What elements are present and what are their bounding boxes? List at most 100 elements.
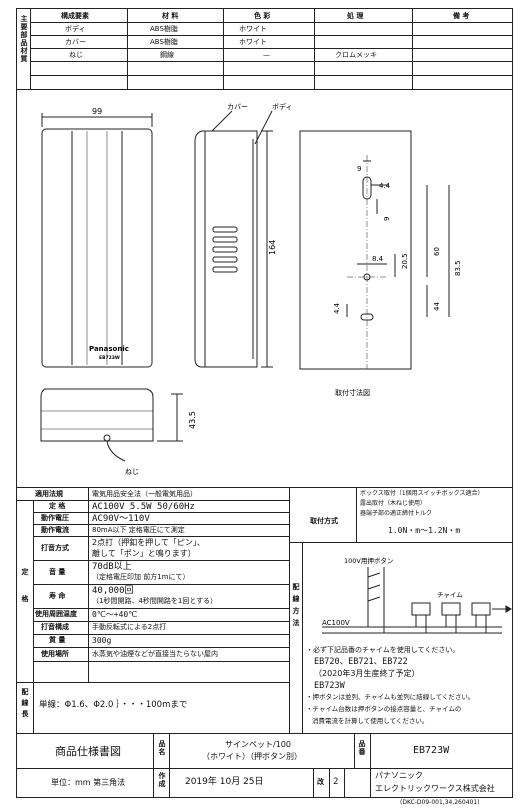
note-line: EB723W <box>314 681 345 691</box>
table-cell: ABS樹脂 <box>150 38 178 46</box>
spec-label: 打音方式 <box>41 544 69 552</box>
company-line-2: エレクトリックワークス株式会社 <box>375 784 495 793</box>
spec-label: 定 格 <box>49 502 66 510</box>
note-line: （2020年3月生産終了予定） <box>314 669 420 678</box>
created-date: 2019年 10月 25日 <box>185 777 264 787</box>
table-cell: ホワイト <box>239 38 267 46</box>
label-screw: ねじ <box>125 468 139 476</box>
product-drawing: 99 Panasonic EB723W カバー ボディ 164 <box>40 102 462 476</box>
unit-label: 単位：mm 第三角法 <box>51 778 126 787</box>
spec-value-2: 離して「ポン」と鳴ります） <box>92 549 196 558</box>
spec-label: 使用場所 <box>41 650 69 658</box>
dim-8-4: 8.4 <box>372 255 384 263</box>
note-line: ・必ず下記品番のチャイムを使用してください。 <box>306 646 460 654</box>
doc-code: (DKC-D09-001,34,260401) <box>400 799 480 806</box>
table-cell: ホワイト <box>239 25 267 33</box>
model-mark: EB723W <box>99 355 120 361</box>
spec-label: 使用周囲温度 <box>35 610 77 618</box>
label-cover: カバー <box>227 103 248 111</box>
dim-44: 44 <box>433 302 441 311</box>
dim-4-4: 4.4 <box>379 182 391 190</box>
mount-line-1: ボックス取付（1個用スイッチボックス適合） <box>360 490 484 497</box>
table-cell: ABS樹脂 <box>150 25 178 33</box>
note-line: ・チャイム台数は押ボタンの接点容量と、チャイムの <box>306 705 462 713</box>
header-treatment: 処 理 <box>347 12 364 20</box>
spec-table: 適用法規 電気用品安全法（一般電気用品） 定格 定 格 AC100V 5.5W … <box>17 487 289 734</box>
made-label: 作成 <box>158 772 166 788</box>
spec-value: 水蒸気や油煙などが直接当たらない屋内 <box>92 650 218 658</box>
spec-value: 2点打（押釦を押して「ピン」、 <box>92 538 205 547</box>
dim-60: 60 <box>433 247 441 256</box>
spec-value: 40,000回 <box>92 586 134 596</box>
wiring-length-value: 単線：Φ1.6、Φ2.0 ｝・・・100mまで <box>39 700 188 710</box>
spec-label: 動作電圧 <box>41 514 69 522</box>
mount-line-2: 露出取付（木ねじ使用） <box>360 500 427 507</box>
bottom-view <box>40 388 183 462</box>
spec-label: 打音構成 <box>41 623 69 631</box>
note-line: 消費電流を計算して使用してください。 <box>312 717 429 725</box>
header-color: 色 彩 <box>254 12 271 20</box>
push-button-label: 100V用押ボタン <box>344 556 393 565</box>
dim-9b: 9 <box>383 217 391 221</box>
company-line-1: パナソニック <box>375 771 423 780</box>
spec-value: 電気用品安全法（一般電気用品） <box>92 490 197 498</box>
front-view <box>41 113 153 368</box>
wiring-length-label: 配線長 <box>21 688 29 721</box>
table-cell: ボディ <box>65 25 86 33</box>
table-cell: 鋼線 <box>160 51 174 59</box>
name-label: 品名 <box>158 740 166 756</box>
side-view <box>194 110 273 368</box>
doc-title: 商品仕様書図 <box>55 745 121 758</box>
group-label-rating: 定格 <box>21 568 29 622</box>
revision-label: 改 <box>317 778 324 786</box>
note-line: EB720、EB721、EB722 <box>314 657 408 667</box>
dim-9: 9 <box>357 165 361 173</box>
title-block: 商品仕様書図 品名 サインペット/100 （ホワイト）（押ボタン別） 品番 EB… <box>17 733 512 798</box>
spec-label: 動作電流 <box>41 526 69 534</box>
note-line: ・押ボタンは並列、チャイムも並列に結線してください。 <box>306 693 475 701</box>
dim-83-5: 83.5 <box>454 260 462 276</box>
spec-label: 寿 命 <box>49 592 66 600</box>
spec-value: 300g <box>92 636 112 645</box>
header-material: 材 料 <box>162 12 179 20</box>
brand-logo: Panasonic <box>89 345 129 353</box>
number-label: 品番 <box>358 740 366 756</box>
product-number: EB723W <box>413 745 450 756</box>
product-name-line-2: （ホワイト）（押ボタン別） <box>202 752 302 761</box>
dim-4-4b: 4.4 <box>333 302 341 314</box>
mount-method-label: 取付方式 <box>310 517 338 525</box>
dim-depth: 43.5 <box>188 411 197 429</box>
header-element: 構成要素 <box>61 12 89 20</box>
table-cell: — <box>263 51 270 59</box>
mount-line-3: 器端子部の適正締付トルク <box>360 510 433 517</box>
wiring-method-label: 配線方法 <box>292 583 300 631</box>
spec-value-2: （定格電圧印加 前方1mにて） <box>92 573 190 581</box>
spec-label: 適用法規 <box>35 490 63 498</box>
product-name-line-1: サインペット/100 <box>225 740 291 749</box>
dim-20-5: 20.5 <box>401 253 409 269</box>
materials-side-label: 主要部品材質 <box>20 15 28 63</box>
chime-label: チャイム <box>437 591 463 599</box>
power-label: AC100V <box>322 619 350 627</box>
label-body: ボディ <box>272 102 293 111</box>
mount-line-4: 1.0N・m～1.2N・m <box>388 526 461 535</box>
spec-value: 70dB以上 <box>92 562 132 572</box>
dim-height: 164 <box>268 240 277 255</box>
spec-value: 手動反転式による2点打 <box>92 623 167 631</box>
wiring-diagram: 100V用押ボタン チャイム AC100V <box>322 556 512 634</box>
spec-label: 質 量 <box>49 636 66 644</box>
spec-label: 音 量 <box>49 568 66 576</box>
table-cell: クロムメッキ <box>335 51 377 59</box>
spec-value: 80mA以下 定格電圧にて測定 <box>92 526 185 534</box>
table-cell: ねじ <box>69 51 83 59</box>
dim-front-width: 99 <box>92 107 102 116</box>
header-notes: 備 考 <box>453 12 470 20</box>
spec-value: AC90V～110V <box>92 514 150 524</box>
spec-value: AC100V 5.5W 50/60Hz <box>92 502 195 512</box>
revision-value: 2 <box>333 777 339 787</box>
spec-value: 0℃～+40℃ <box>92 610 138 619</box>
spec-sheet: 主要部品材質 構成要素 材 料 色 彩 処 理 備 考 ボディ ABS樹脂 ホワ… <box>16 8 513 798</box>
spec-value-2: （1秒間開路、4秒間開路を1回とする） <box>92 597 218 605</box>
mount-drawing <box>299 130 450 370</box>
install-panel: 取付方式 ボックス取付（1個用スイッチボックス適合） 露出取付（木ねじ使用） 器… <box>289 487 513 734</box>
